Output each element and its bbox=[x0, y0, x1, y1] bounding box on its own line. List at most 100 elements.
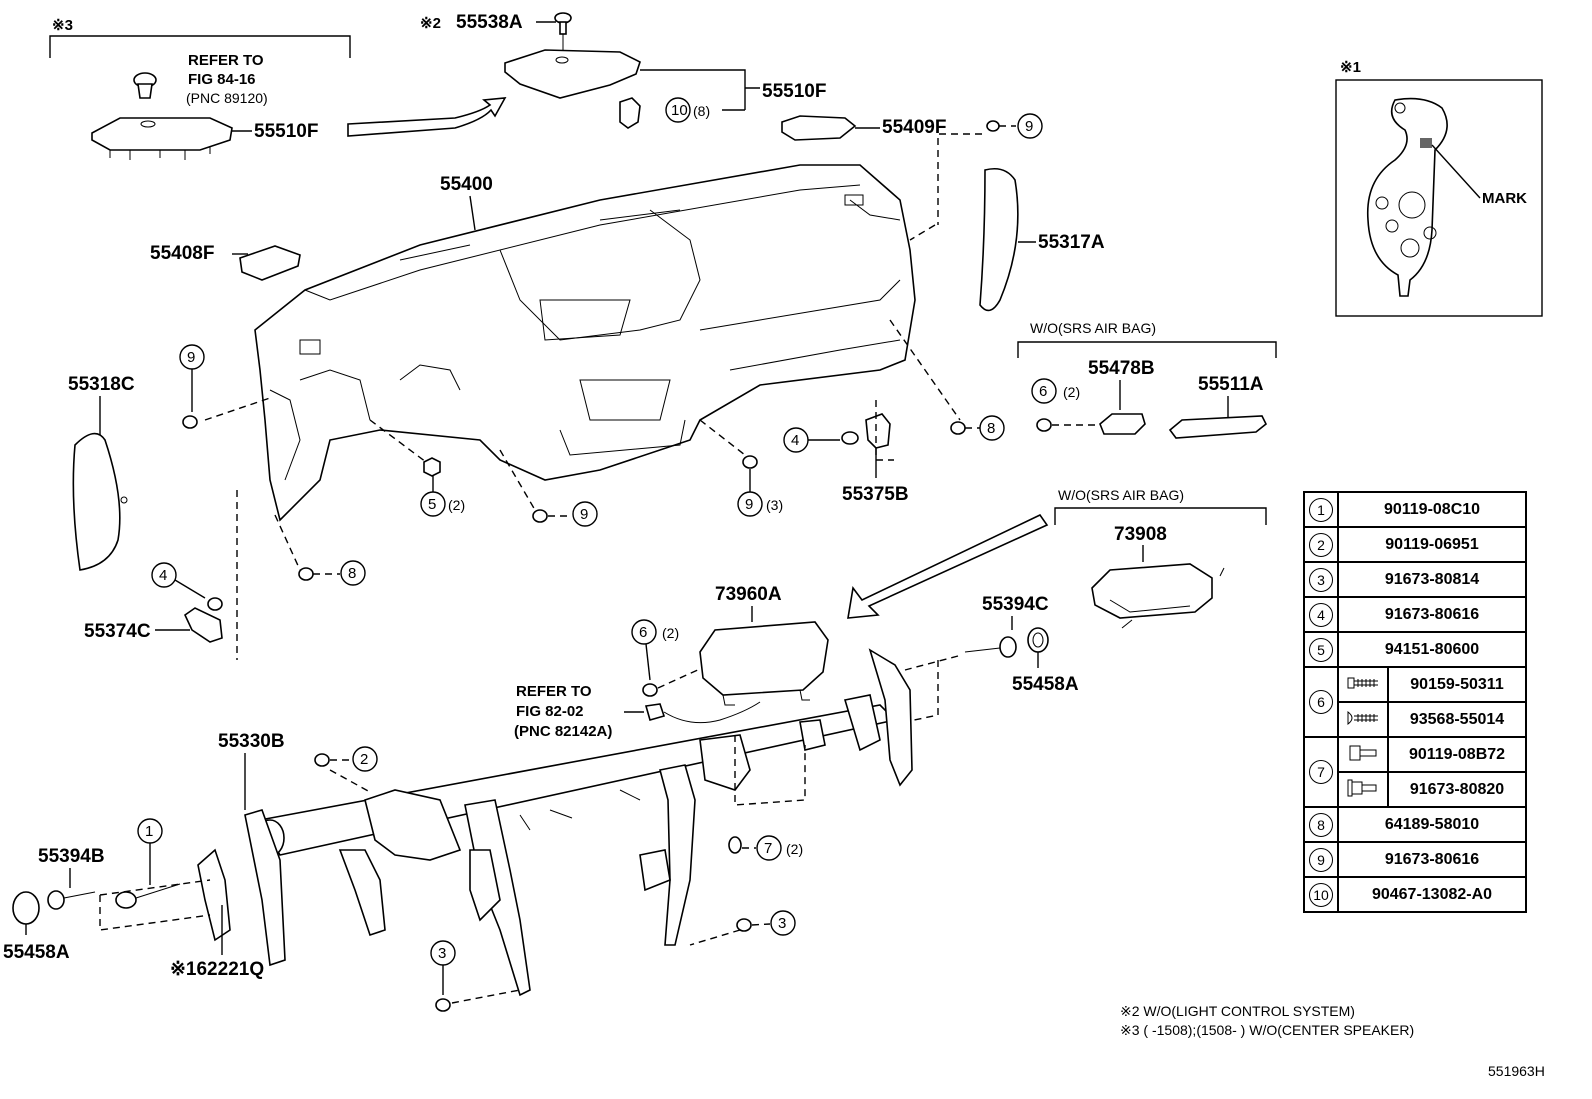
screw-9-mid bbox=[532, 509, 548, 523]
svg-text:8: 8 bbox=[348, 565, 356, 582]
svg-text:7: 7 bbox=[764, 840, 772, 857]
flange-bolt-icon bbox=[1347, 779, 1377, 797]
row-number: 1 bbox=[1309, 497, 1333, 522]
label-55374C: 55374C bbox=[84, 621, 151, 642]
callout-8-left: 8 bbox=[340, 560, 366, 586]
screw-9-right bbox=[742, 455, 758, 469]
svg-text:8: 8 bbox=[987, 420, 995, 437]
clip-10 bbox=[619, 97, 641, 129]
svg-text:6: 6 bbox=[639, 624, 647, 641]
row-number: 2 bbox=[1309, 532, 1333, 557]
pnc-ref-label: (PNC 89120) bbox=[186, 90, 268, 106]
part-number: 91673-80820 bbox=[1387, 771, 1527, 808]
label-55394B: 55394B bbox=[38, 846, 105, 867]
callout-1: 1 bbox=[137, 818, 163, 844]
bolt-3-bottom bbox=[435, 998, 451, 1012]
part-55318C bbox=[72, 432, 128, 571]
label-73908: 73908 bbox=[1114, 524, 1167, 545]
svg-text:6: 6 bbox=[1039, 383, 1047, 400]
screw-8-right bbox=[950, 421, 966, 435]
panel-55510F-top bbox=[504, 49, 641, 99]
label-55409F: 55409F bbox=[882, 117, 946, 138]
bolt-1 bbox=[115, 883, 181, 909]
callout-6-top: 6 bbox=[1031, 378, 1057, 404]
qty-8: (8) bbox=[693, 103, 710, 119]
screw-icon bbox=[1347, 677, 1378, 689]
screw-6-top bbox=[1036, 418, 1052, 432]
label-55317A: 55317A bbox=[1038, 232, 1105, 253]
figure-id: 551963H bbox=[1488, 1063, 1545, 1079]
note-mark-2: ※2 bbox=[420, 15, 441, 32]
label-55458A-left: 55458A bbox=[3, 942, 70, 963]
bolt-55394C bbox=[964, 636, 1017, 658]
part-number: 64189-58010 bbox=[1337, 806, 1527, 843]
callout-7: 7 bbox=[756, 835, 782, 861]
mark-label: MARK bbox=[1482, 190, 1527, 207]
part-number: 94151-80600 bbox=[1337, 631, 1527, 668]
instrument-panel-55400 bbox=[254, 164, 916, 522]
part-55408F bbox=[239, 245, 301, 281]
row-number: 9 bbox=[1309, 847, 1333, 872]
cap-55458A-right bbox=[1027, 627, 1049, 653]
part-number: 90467-13082-A0 bbox=[1337, 876, 1527, 913]
label-55394C: 55394C bbox=[982, 594, 1049, 615]
table-row: 91673-80820 bbox=[1304, 771, 1527, 808]
connector bbox=[644, 701, 761, 724]
qty-6-top: (2) bbox=[1063, 384, 1080, 400]
part-number: 91673-80616 bbox=[1337, 841, 1527, 878]
svg-text:3: 3 bbox=[438, 945, 446, 962]
refer-to-label: REFER TO bbox=[188, 52, 264, 69]
label-55511A: 55511A bbox=[1198, 374, 1264, 395]
mark-bracket bbox=[1366, 97, 1448, 297]
screw-icon bbox=[1347, 710, 1378, 726]
screw-8-left bbox=[298, 567, 314, 581]
footnote-2: ※2 W/O(LIGHT CONTROL SYSTEM) bbox=[1120, 1003, 1355, 1019]
direction-arrow bbox=[347, 97, 507, 137]
bracket-55374C bbox=[183, 607, 223, 643]
label-55478B: 55478B bbox=[1088, 358, 1155, 379]
row-number: 8 bbox=[1309, 812, 1333, 837]
part-number: 91673-80616 bbox=[1337, 596, 1527, 633]
qty-9-right: (3) bbox=[766, 497, 783, 513]
wo-srs-label-2: W/O(SRS AIR BAG) bbox=[1058, 487, 1184, 503]
row-number: 4 bbox=[1309, 602, 1333, 627]
label-55510F-left: 55510F bbox=[254, 121, 318, 142]
callout-8-right: 8 bbox=[979, 415, 1005, 441]
callout-9-top: 9 bbox=[1017, 113, 1043, 139]
label-55330B: 55330B bbox=[218, 731, 285, 752]
callout-5: 5 bbox=[420, 491, 446, 517]
label-73960A: 73960A bbox=[715, 584, 782, 605]
panel-55409F bbox=[781, 115, 857, 141]
callout-3-right: 3 bbox=[770, 910, 796, 936]
row-number: 3 bbox=[1309, 567, 1333, 592]
bolt-4-mid bbox=[841, 431, 859, 445]
svg-text:9: 9 bbox=[1025, 118, 1033, 135]
note-mark-1: ※1 bbox=[1340, 59, 1361, 76]
screw-55538A bbox=[554, 12, 572, 35]
part-55511A bbox=[1168, 415, 1268, 439]
qty-7: (2) bbox=[786, 841, 803, 857]
table-row: 3 91673-80814 bbox=[1303, 561, 1527, 598]
part-number: 90119-06951 bbox=[1337, 526, 1527, 563]
svg-text:10: 10 bbox=[671, 102, 688, 119]
refer-to-label-2: REFER TO bbox=[516, 683, 592, 700]
panel-55510F-left bbox=[91, 117, 233, 160]
part-number: 90119-08B72 bbox=[1387, 736, 1527, 773]
footnote-3: ※3 ( -1508);(1508- ) W/O(CENTER SPEAKER) bbox=[1120, 1022, 1414, 1038]
svg-text:3: 3 bbox=[778, 915, 786, 932]
label-55458A-right: 55458A bbox=[1012, 674, 1079, 695]
row-number: 5 bbox=[1309, 637, 1333, 662]
table-row: 2 90119-06951 bbox=[1303, 526, 1527, 563]
table-row: 7 90119-08B72 bbox=[1303, 736, 1527, 808]
fig-ref-label-2: FIG 82-02 bbox=[516, 703, 584, 720]
callout-3-bottom: 3 bbox=[430, 940, 456, 966]
table-row: 5 94151-80600 bbox=[1303, 631, 1527, 668]
label-55510F-top: 55510F bbox=[762, 81, 826, 102]
screw-9-top bbox=[986, 120, 1000, 132]
table-row: 8 64189-58010 bbox=[1303, 806, 1527, 843]
table-row: 4 91673-80616 bbox=[1303, 596, 1527, 633]
part-number: 91673-80814 bbox=[1337, 561, 1527, 598]
mark-inset-frame bbox=[1335, 79, 1543, 317]
bolt-3-right bbox=[736, 918, 752, 932]
